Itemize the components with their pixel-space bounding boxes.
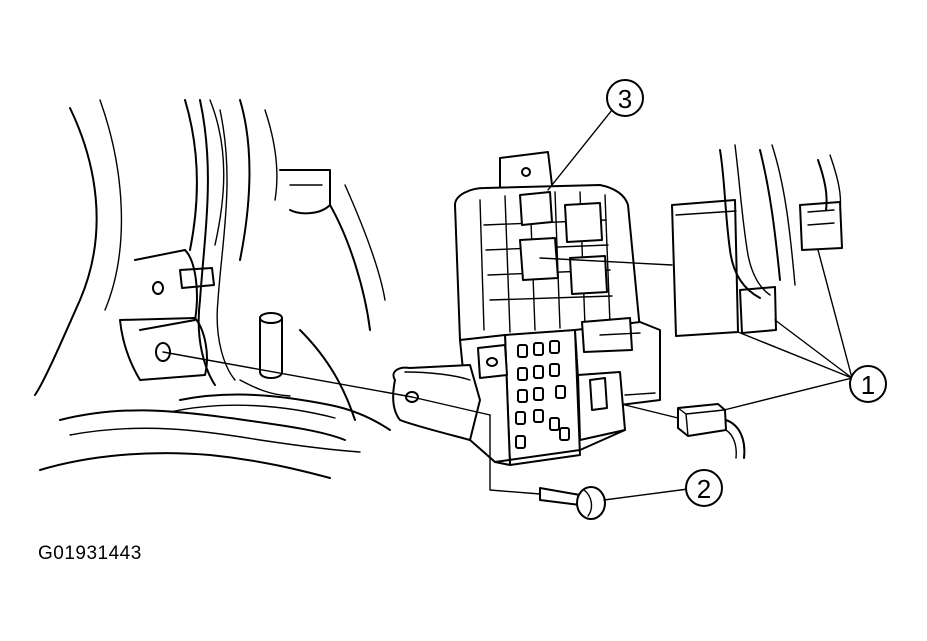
fuse-slots xyxy=(515,340,570,449)
connectors xyxy=(671,144,843,459)
callout-1: 1 xyxy=(849,365,887,403)
callout-2-label: 2 xyxy=(697,474,711,504)
figure-code: G01931443 xyxy=(38,543,142,564)
junction-block xyxy=(392,151,661,466)
callout-3: 3 xyxy=(606,79,644,117)
leader-lines xyxy=(162,109,853,501)
callout-2: 2 xyxy=(685,469,723,507)
callout-1-label: 1 xyxy=(861,370,875,400)
body-panel xyxy=(34,99,391,479)
bolt xyxy=(539,486,606,520)
callout-3-label: 3 xyxy=(618,84,632,114)
